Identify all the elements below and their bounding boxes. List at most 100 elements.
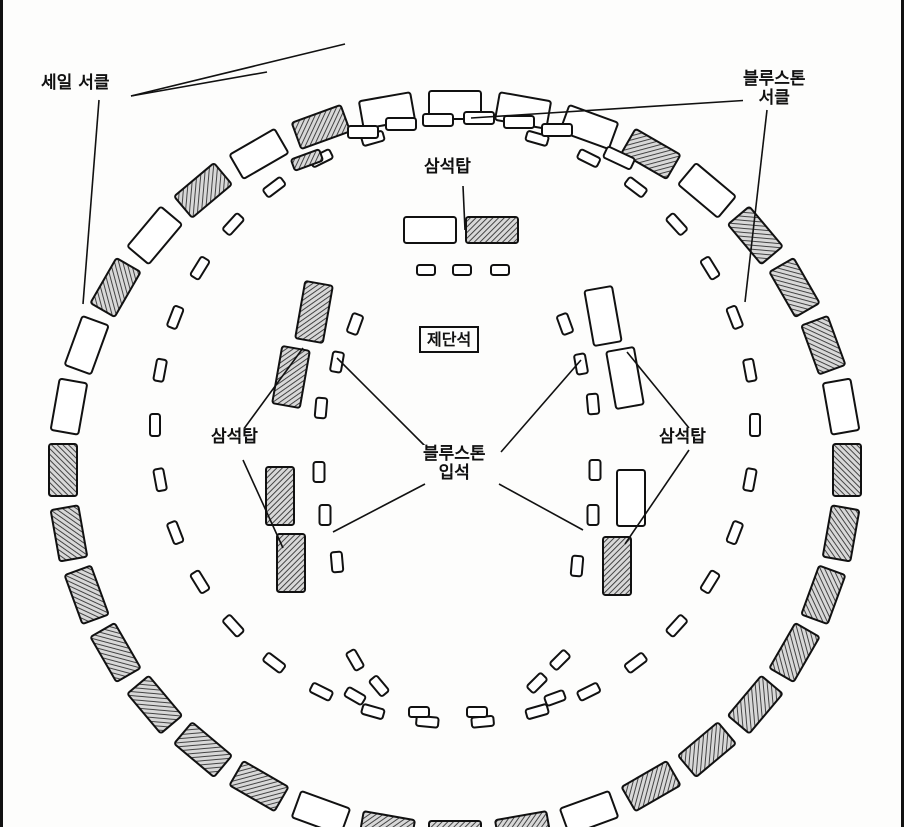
leader-bluestone-circle <box>470 99 752 119</box>
sarsen-stone <box>822 377 860 436</box>
bluestone-circle-stone <box>347 125 379 139</box>
trilithon-left-stone <box>265 466 295 526</box>
bluestone-circle-stone <box>149 413 161 437</box>
bluestone-circle-stone <box>166 305 185 330</box>
sarsen-stone <box>50 504 88 563</box>
bluestone-horseshoe-stone <box>312 461 326 483</box>
bluestone-circle-stone <box>624 652 648 674</box>
label-bluestone-horseshoe-line1: 블루스톤 <box>423 444 486 464</box>
bluestone-circle-stone <box>408 706 430 718</box>
sarsen-stone <box>559 104 619 150</box>
label-bluestone-circle: 블루스톤 서클 <box>743 70 806 108</box>
sarsen-stone <box>174 722 232 778</box>
sarsen-stone <box>428 820 482 827</box>
bluestone-circle-stone <box>343 686 367 706</box>
bluestone-horseshoe-stone <box>585 392 601 416</box>
bluestone-circle-stone <box>262 652 286 674</box>
sarsen-stone <box>127 206 183 265</box>
bluestone-circle-stone <box>152 467 168 493</box>
leader-sarsen-top2 <box>130 71 268 97</box>
bluestone-horseshoe-stone <box>586 504 600 526</box>
bluestone-circle-stone <box>152 357 168 383</box>
bluestone-circle-stone <box>665 212 688 236</box>
leader-bluestone-horseshoe-right-top <box>500 359 582 453</box>
bluestone-circle-stone <box>524 130 550 147</box>
label-altar-stone: 제단석 <box>419 326 480 353</box>
trilithon-right-stone <box>616 469 646 527</box>
bluestone-circle-stone <box>309 682 334 702</box>
sarsen-stone <box>727 675 783 734</box>
leader-trilithon-left-lower <box>242 459 284 549</box>
bluestone-circle-stone <box>602 146 636 170</box>
bluestone-horseshoe-stone <box>318 504 332 526</box>
leader-bluestone-horseshoe-right-bottom <box>498 483 584 531</box>
bluestone-horseshoe-stone <box>573 352 589 376</box>
bluestone-circle-stone <box>725 520 744 545</box>
bluestone-circle-stone <box>543 689 567 707</box>
bluestone-circle-stone <box>385 117 417 131</box>
bluestone-circle-stone <box>166 520 185 545</box>
bluestone-circle-stone <box>699 256 721 281</box>
leader-trilithon-right-upper <box>626 351 690 429</box>
stone-layer <box>48 90 862 827</box>
label-bluestone-horseshoe: 블루스톤 입석 <box>423 445 486 483</box>
sarsen-stone <box>769 257 820 318</box>
trilithon-left-stone <box>271 345 311 409</box>
sarsen-stone <box>229 760 289 812</box>
stonehenge-diagram <box>48 43 862 827</box>
bluestone-circle-stone <box>665 614 688 638</box>
sarsen-stone <box>64 565 109 625</box>
bluestone-circle-stone <box>549 649 571 671</box>
sarsen-stone <box>64 315 109 375</box>
bluestone-circle-stone <box>345 648 365 672</box>
leader-bluestone-horseshoe-left-bottom <box>332 483 426 533</box>
sarsen-stone <box>832 443 862 497</box>
leader-trilithon-left-upper <box>242 347 304 431</box>
sarsen-stone <box>769 622 820 683</box>
leader-sarsen-top <box>130 43 346 97</box>
bluestone-horseshoe-stone <box>346 312 364 336</box>
bluestone-circle-stone <box>541 123 573 137</box>
bluestone-circle-stone <box>368 675 390 697</box>
sarsen-stone <box>801 565 846 625</box>
trilithon-right-stone <box>602 536 632 596</box>
sarsen-stone <box>678 162 736 218</box>
bluestone-circle-stone <box>725 305 744 330</box>
leader-bluestone-circle-side <box>744 109 768 303</box>
bluestone-circle-stone <box>222 614 245 638</box>
bluestone-circle-stone <box>576 682 601 702</box>
label-trilithon-right: 삼석탑 <box>659 427 706 447</box>
bluestone-horseshoe-stone <box>313 396 329 420</box>
bluestone-circle-stone <box>624 176 648 198</box>
trilithon-left-stone <box>294 280 334 344</box>
sarsen-stone <box>559 790 619 827</box>
sarsen-stone <box>48 443 78 497</box>
sarsen-stone <box>621 760 681 812</box>
sarsen-stone <box>50 377 88 436</box>
bluestone-circle-stone <box>749 413 761 437</box>
bluestone-circle-stone <box>576 148 601 168</box>
bluestone-horseshoe-stone <box>569 554 585 578</box>
bluestone-circle-stone <box>189 256 211 281</box>
leader-lines <box>82 43 768 549</box>
sarsen-stone <box>801 315 846 375</box>
leader-trilithon-right-lower <box>624 449 690 545</box>
sarsen-stone <box>822 504 860 563</box>
bluestone-circle-stone <box>742 357 758 383</box>
bluestone-circle-stone <box>742 467 758 493</box>
bluestone-horseshoe-stone <box>588 459 602 481</box>
sarsen-stone <box>291 790 351 827</box>
bluestone-circle-stone <box>466 706 488 718</box>
bluestone-circle-stone <box>526 672 548 694</box>
bluestone-circle-stone <box>503 115 535 129</box>
sarsen-stone <box>174 162 232 218</box>
sarsen-stone <box>727 206 783 265</box>
label-trilithon-top: 삼석탑 <box>424 157 471 177</box>
bluestone-circle-stone <box>699 569 721 594</box>
sarsen-stone <box>229 128 289 180</box>
bluestone-horseshoe-stone <box>490 264 510 276</box>
bluestone-horseshoe-stone <box>416 264 436 276</box>
bluestone-horseshoe-stone <box>452 264 472 276</box>
trilithon-right-stone <box>583 285 623 347</box>
